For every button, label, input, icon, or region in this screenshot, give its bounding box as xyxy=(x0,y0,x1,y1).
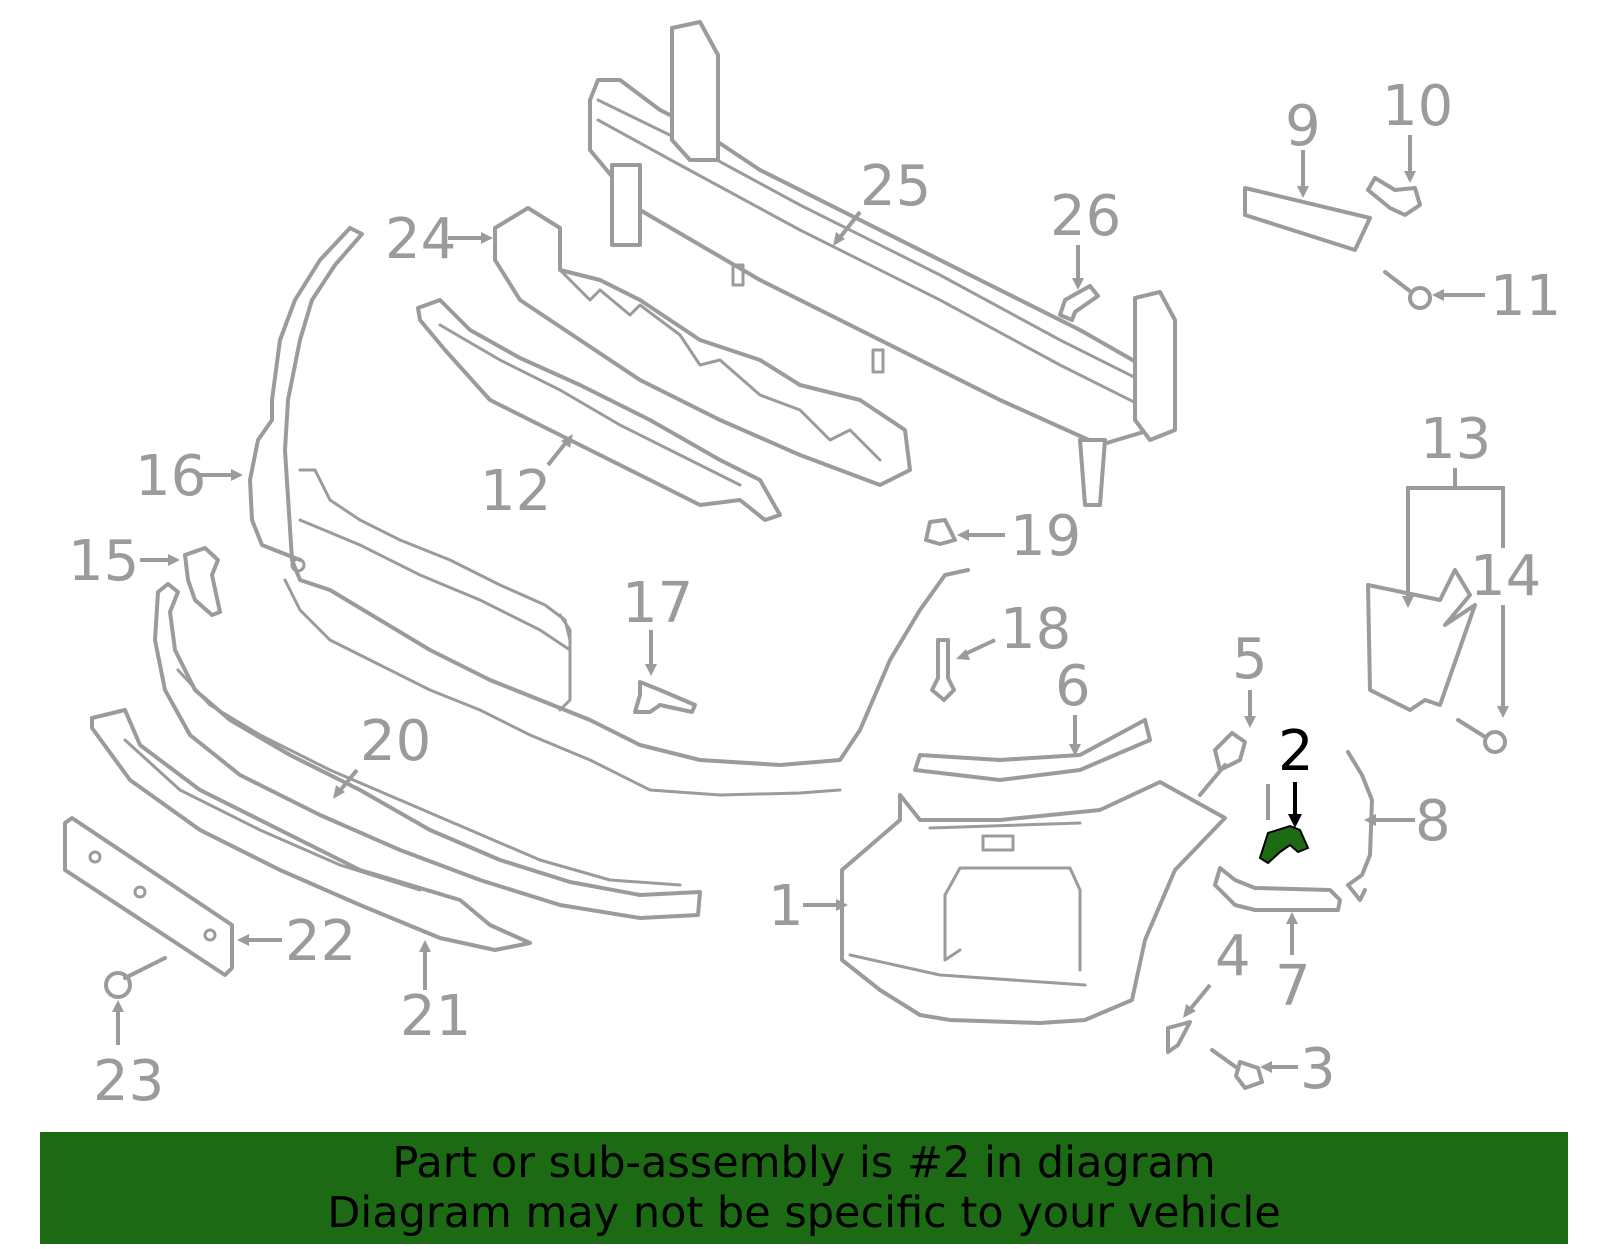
callout-7: 7 xyxy=(1275,954,1311,1019)
callout-1: 1 xyxy=(768,874,804,939)
callout-6: 6 xyxy=(1055,654,1091,719)
part-22-license-plate-bracket xyxy=(63,816,234,977)
part-11-screw xyxy=(1383,270,1432,310)
banner-line-1: Part or sub-assembly is #2 in diagram xyxy=(392,1138,1216,1188)
callout-23: 23 xyxy=(93,1049,164,1114)
part-15-bracket xyxy=(183,546,222,617)
part-17-bracket xyxy=(633,680,697,714)
part-20-lower-grille xyxy=(153,582,702,920)
callout-5: 5 xyxy=(1232,627,1268,692)
part-16-grille-frame xyxy=(248,226,970,797)
callout-2: 2 xyxy=(1278,719,1314,784)
part-5-push-rivet xyxy=(1198,731,1247,797)
callout-12: 12 xyxy=(480,459,551,524)
callout-16: 16 xyxy=(135,444,206,509)
callout-26: 26 xyxy=(1050,184,1121,249)
callout-10: 10 xyxy=(1382,74,1453,139)
callout-20: 20 xyxy=(360,709,431,774)
callout-8: 8 xyxy=(1415,789,1451,854)
part-9-molding xyxy=(1243,186,1372,252)
callout-arrows xyxy=(112,135,1509,1073)
part-1-bumper-cover xyxy=(840,780,1227,1025)
part-10-bolt xyxy=(1366,176,1422,217)
part-25-bumper-reinforcement xyxy=(588,20,1177,507)
part-19-clip xyxy=(924,518,957,546)
callout-9: 9 xyxy=(1285,94,1321,159)
callout-4: 4 xyxy=(1215,924,1251,989)
callout-3: 3 xyxy=(1300,1037,1336,1102)
part-21-lower-trim xyxy=(90,708,532,952)
callout-17: 17 xyxy=(622,571,693,636)
part-8-side-strip xyxy=(1346,750,1374,902)
part-13-bracket-assembly xyxy=(1366,568,1507,754)
callout-25: 25 xyxy=(860,154,931,219)
callout-labels: 1 2 3 4 5 6 7 8 9 10 11 12 13 14 15 16 1… xyxy=(68,74,1561,1114)
info-banner: Part or sub-assembly is #2 in diagram Di… xyxy=(40,1132,1568,1244)
part-6-molding xyxy=(913,718,1152,782)
part-18-bolt xyxy=(930,638,956,702)
callout-11: 11 xyxy=(1490,264,1561,329)
part-2-highlighted-bracket xyxy=(1258,824,1310,865)
part-3-bolt xyxy=(1210,1048,1264,1090)
part-26-bolt xyxy=(1058,284,1100,322)
part-7-bracket xyxy=(1213,866,1342,912)
callout-18: 18 xyxy=(1000,597,1071,662)
callout-13: 13 xyxy=(1420,407,1491,472)
callout-24: 24 xyxy=(385,207,456,272)
callout-19: 19 xyxy=(1010,504,1081,569)
callout-arrow-2 xyxy=(1288,782,1302,828)
part-4-seal xyxy=(1166,1020,1192,1054)
callout-14: 14 xyxy=(1470,544,1541,609)
part-24-energy-absorber xyxy=(493,206,912,487)
part-23-screw xyxy=(104,956,167,999)
callout-21: 21 xyxy=(400,984,471,1049)
callout-15: 15 xyxy=(68,529,139,594)
banner-line-2: Diagram may not be specific to your vehi… xyxy=(327,1188,1281,1238)
callout-22: 22 xyxy=(285,909,356,974)
part-12-grille-bracket xyxy=(416,298,782,522)
